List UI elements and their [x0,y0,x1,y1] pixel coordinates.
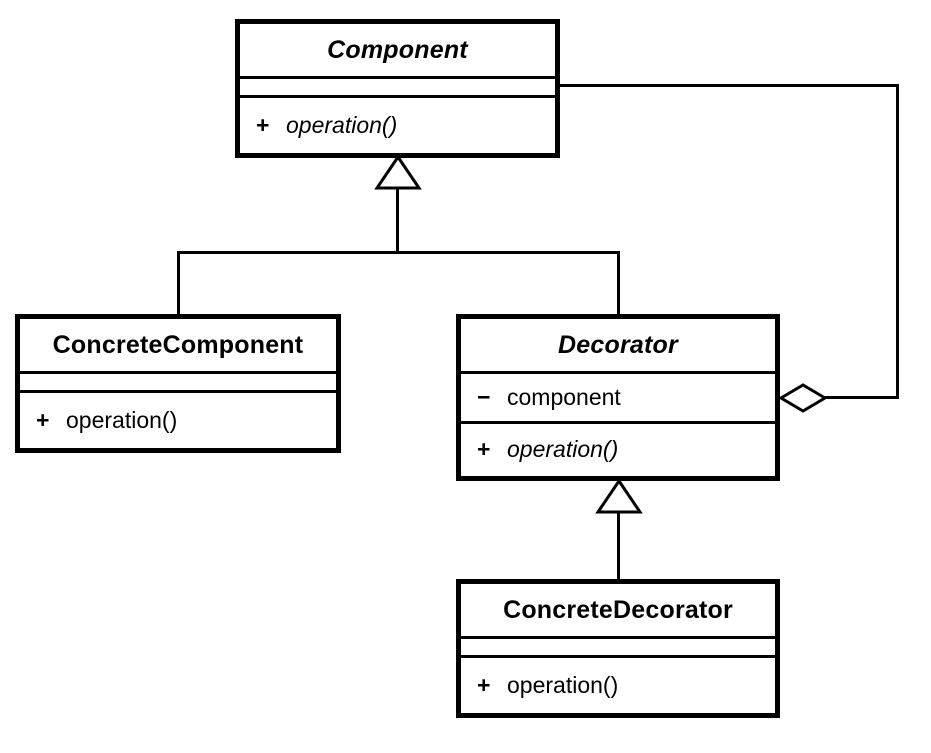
class-operations-compartment-concrete-decorator: + operation() [461,658,775,713]
class-box-concrete-component[interactable]: ConcreteComponent + operation() [15,314,341,453]
aggregation-edge-bottom [823,396,899,399]
class-name-compartment-concrete-decorator: ConcreteDecorator [461,584,775,639]
generalization-stem-decorator [617,513,620,583]
attribute-name: component [507,384,621,410]
class-name-concrete-decorator: ConcreteDecorator [503,595,733,624]
operation-visibility: + [477,672,491,698]
class-attributes-compartment-decorator: − component [461,374,775,424]
generalization-triangle-icon-component [374,155,422,190]
operation-signature: operation() [507,672,619,698]
operation-signature: operation() [507,436,619,462]
operation-row: + operation() [240,112,397,139]
class-name-compartment-concrete-component: ConcreteComponent [20,319,336,374]
operation-row: + operation() [461,436,618,463]
class-box-component[interactable]: Component + operation() [235,19,560,158]
generalization-fork-bar [177,251,620,254]
operation-signature: operation() [286,112,398,138]
attribute-row: − component [461,384,621,411]
aggregation-diamond-icon [779,383,827,413]
operation-visibility: + [256,112,270,138]
class-attributes-compartment-concrete-decorator [461,639,775,658]
generalization-drop-decorator [617,251,620,317]
attribute-visibility: − [477,384,491,410]
operation-visibility: + [477,436,491,462]
operation-signature: operation() [66,407,178,433]
class-operations-compartment-concrete-component: + operation() [20,393,336,448]
operation-visibility: + [36,407,50,433]
class-name-concrete-component: ConcreteComponent [52,330,304,359]
class-attributes-compartment-component [240,79,555,98]
class-attributes-compartment-concrete-component [20,374,336,393]
class-name-component: Component [327,35,468,64]
class-operations-compartment-decorator: + operation() [461,424,775,475]
aggregation-edge-top [557,84,899,87]
class-name-decorator: Decorator [558,330,678,359]
operation-row: + operation() [461,672,618,699]
generalization-stem-component [396,188,399,253]
class-name-compartment-decorator: Decorator [461,319,775,374]
class-name-compartment-component: Component [240,24,555,79]
operation-row: + operation() [20,407,177,434]
generalization-triangle-icon-decorator [595,479,643,514]
class-box-decorator[interactable]: Decorator − component + operation() [456,314,780,481]
aggregation-edge-right [896,84,899,398]
generalization-drop-concrete-component [177,251,180,317]
class-operations-compartment-component: + operation() [240,98,555,153]
class-box-concrete-decorator[interactable]: ConcreteDecorator + operation() [456,579,780,718]
